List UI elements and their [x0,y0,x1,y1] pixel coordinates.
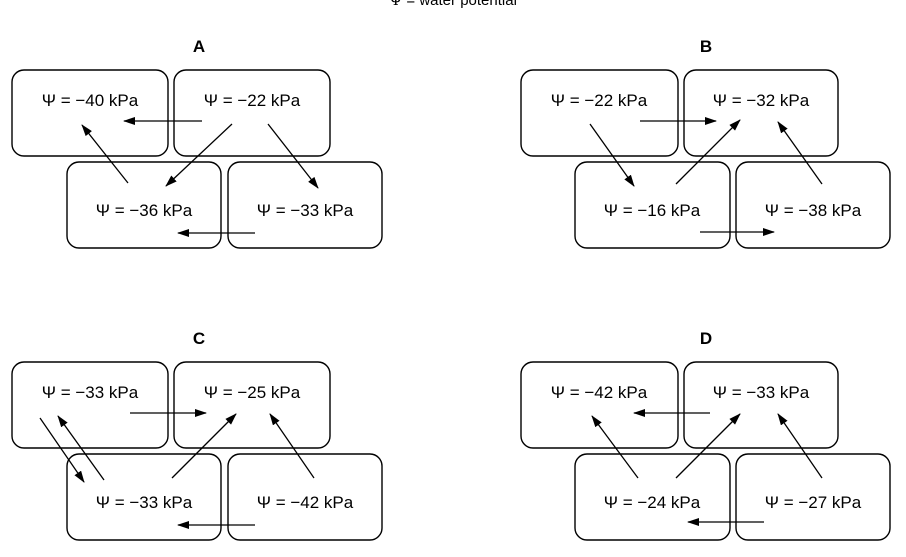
panel-letter: C [193,329,205,348]
arrow-topright-to-bottomleft [165,123,233,187]
cell-bottom-right: Ψ = −42 kPa [227,453,383,541]
panel-letter: D [700,329,712,348]
cell-bottom-left: Ψ = −24 kPa [574,453,731,541]
panel-c: C Ψ = −33 kPa Ψ = −25 kPa Ψ = −33 kPa Ψ … [11,329,383,541]
water-potential-key: Ψ = water potential [0,0,906,9]
arrow-bottomleft-to-topright [675,119,741,185]
cell-bottom-left: Ψ = −36 kPa [66,161,222,249]
arrow-bottomright-to-topright [269,413,315,479]
arrow-bottomleft-to-topright [675,413,741,479]
arrow-topleft-to-bottomleft [39,417,85,483]
cell-bottom-left: Ψ = −16 kPa [574,161,731,249]
arrow-bottomright-to-topright [777,413,823,479]
arrow-topright-to-bottomright [267,123,319,189]
cell-label: Ψ = −33 kPa [713,383,810,402]
cell-top-right: Ψ = −22 kPa [173,69,331,157]
cell-top-left: Ψ = −33 kPa [11,361,169,449]
panel-letter: B [700,37,712,56]
cell-label: Ψ = −33 kPa [42,383,139,402]
panel-letter: A [193,37,205,56]
arrow-bottomleft-to-topright [171,413,237,479]
panel-d: D Ψ = −42 kPa Ψ = −33 kPa Ψ = −24 kPa Ψ … [520,329,891,541]
cell-label: Ψ = −36 kPa [96,201,193,220]
key-text: = water potential [402,0,517,9]
cell-bottom-right: Ψ = −38 kPa [735,161,891,249]
cell-top-left: Ψ = −22 kPa [520,69,679,157]
arrow-topleft-to-bottomleft [589,123,635,187]
cell-bottom-right: Ψ = −33 kPa [227,161,383,249]
cell-top-right: Ψ = −32 kPa [683,69,839,157]
arrow-bottomleft-to-topleft [57,415,105,481]
cell-label: Ψ = −27 kPa [765,493,862,512]
cell-top-left: Ψ = −42 kPa [520,361,679,449]
arrow-bottomright-to-topright [777,121,823,185]
cell-label: Ψ = −22 kPa [551,91,648,110]
cell-top-left: Ψ = −40 kPa [11,69,169,157]
cell-top-right: Ψ = −25 kPa [173,361,331,449]
cell-label: Ψ = −40 kPa [42,91,139,110]
cell-label: Ψ = −33 kPa [96,493,193,512]
cell-label: Ψ = −32 kPa [713,91,810,110]
cell-label: Ψ = −16 kPa [604,201,701,220]
cell-label: Ψ = −22 kPa [204,91,301,110]
psi-symbol: Ψ [389,0,403,9]
cell-bottom-left: Ψ = −33 kPa [66,453,222,541]
arrow-bottomleft-to-topleft [81,124,129,184]
cell-label: Ψ = −24 kPa [604,493,701,512]
arrow-bottomleft-to-topleft [591,415,639,479]
cell-label: Ψ = −33 kPa [257,201,354,220]
cell-label: Ψ = −42 kPa [551,383,648,402]
cell-bottom-right: Ψ = −27 kPa [735,453,891,541]
cell-label: Ψ = −42 kPa [257,493,354,512]
cell-label: Ψ = −38 kPa [765,201,862,220]
cell-top-right: Ψ = −33 kPa [683,361,839,449]
cell-label: Ψ = −25 kPa [204,383,301,402]
panel-b: B Ψ = −22 kPa Ψ = −32 kPa Ψ = −16 kPa Ψ … [520,37,891,249]
panel-a: A Ψ = −40 kPa Ψ = −22 kPa Ψ = −36 kPa Ψ … [11,37,383,249]
